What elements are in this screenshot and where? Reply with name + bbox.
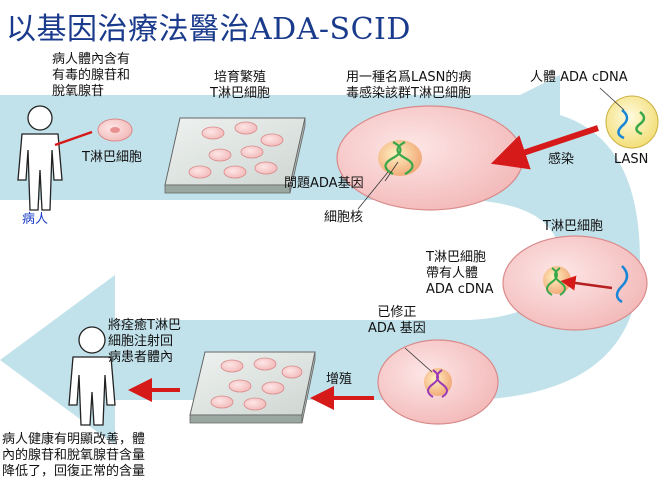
t-cell-label-2: T淋巴細胞: [543, 219, 603, 234]
outcome-label: 病人健康有明顯改善，體 內的腺苷和脫氧腺苷含量 降低了，回復正常的含量: [2, 432, 146, 479]
patient-label: 病人: [22, 212, 49, 227]
dna-right-icon: [546, 267, 566, 296]
nucleus-top: [378, 140, 422, 176]
culture-plate-top: [164, 117, 306, 194]
injection-line: [54, 130, 93, 147]
patient-note: 病人體內含有 有毒的腺苷和 脫氧腺苷: [52, 52, 131, 99]
nucleus-pointer: [357, 171, 389, 210]
nucleus-label: 細胞核: [324, 210, 364, 225]
cdna-transfer-arrow: [560, 275, 613, 291]
t-cell-small-nucleus: [110, 127, 120, 133]
corrected-gene-pointer: [404, 347, 433, 373]
infection-arrow: [490, 125, 599, 170]
faulty-gene-dna-icon: [384, 141, 414, 175]
t-cell-carry-label: T淋巴細胞 帶有人體 ADA cDNA: [426, 250, 494, 297]
faulty-gene-pointer: [384, 161, 399, 182]
patient-healthy-icon: [68, 326, 116, 426]
virus-dna-strand: [635, 111, 646, 136]
cdna-in-virus: [617, 109, 629, 140]
culture-label: 培育繁殖 T淋巴細胞: [210, 70, 270, 101]
human-ada-label: 人體 ADA cDNA: [530, 70, 628, 85]
ada-cdna-pointer: [599, 87, 625, 111]
lasn-label: LASN: [614, 152, 649, 167]
proliferate-label: 增殖: [326, 372, 353, 387]
lasn-virus-icon: [605, 95, 659, 149]
corrected-gene-label: 已修正 ADA 基因: [368, 305, 426, 336]
virus-infect-label: 用一種名爲LASN的病 毒感染該群T淋巴細胞: [346, 70, 472, 101]
culture-plate-bottom: [189, 351, 316, 424]
page-title: 以基因治療法醫治ADA-SCID: [6, 12, 411, 47]
infected-cell-large: [336, 105, 524, 211]
corrected-gene-dna-icon: [427, 369, 448, 398]
reinject-label: 將痊癒T淋巴 細胞注射回 病患者體內: [108, 318, 181, 365]
faulty-gene-label: 問題ADA基因: [284, 176, 364, 191]
nucleus-bottom: [424, 368, 452, 396]
cdna-strand-right: [615, 265, 629, 304]
infect-label: 感染: [548, 152, 575, 167]
patient-sick-icon: [17, 105, 63, 211]
t-cell-label-1: T淋巴細胞: [82, 150, 142, 165]
